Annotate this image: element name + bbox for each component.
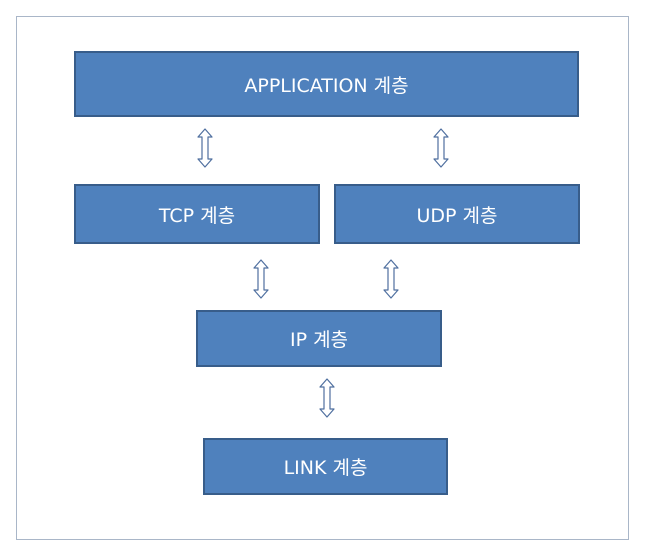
application-layer-label: APPLICATION 계층 [244,74,409,97]
ip-layer-box: IP 계층 [196,310,442,367]
udp-layer-box: UDP 계층 [334,184,580,244]
double-headed-vertical-arrow-icon [383,259,399,299]
tcp-layer-label: TCP 계층 [158,204,236,227]
udp-layer-label: UDP 계층 [416,204,498,227]
tcp-layer-box: TCP 계층 [74,184,320,244]
double-headed-vertical-arrow-icon [433,128,449,168]
link-layer-box: LINK 계층 [203,438,448,495]
double-headed-vertical-arrow-icon [319,378,335,418]
double-headed-vertical-arrow-icon [253,259,269,299]
application-layer-box: APPLICATION 계층 [74,51,579,117]
ip-layer-label: IP 계층 [289,329,349,351]
double-headed-vertical-arrow-icon [197,128,213,168]
link-layer-label: LINK 계층 [283,457,368,479]
